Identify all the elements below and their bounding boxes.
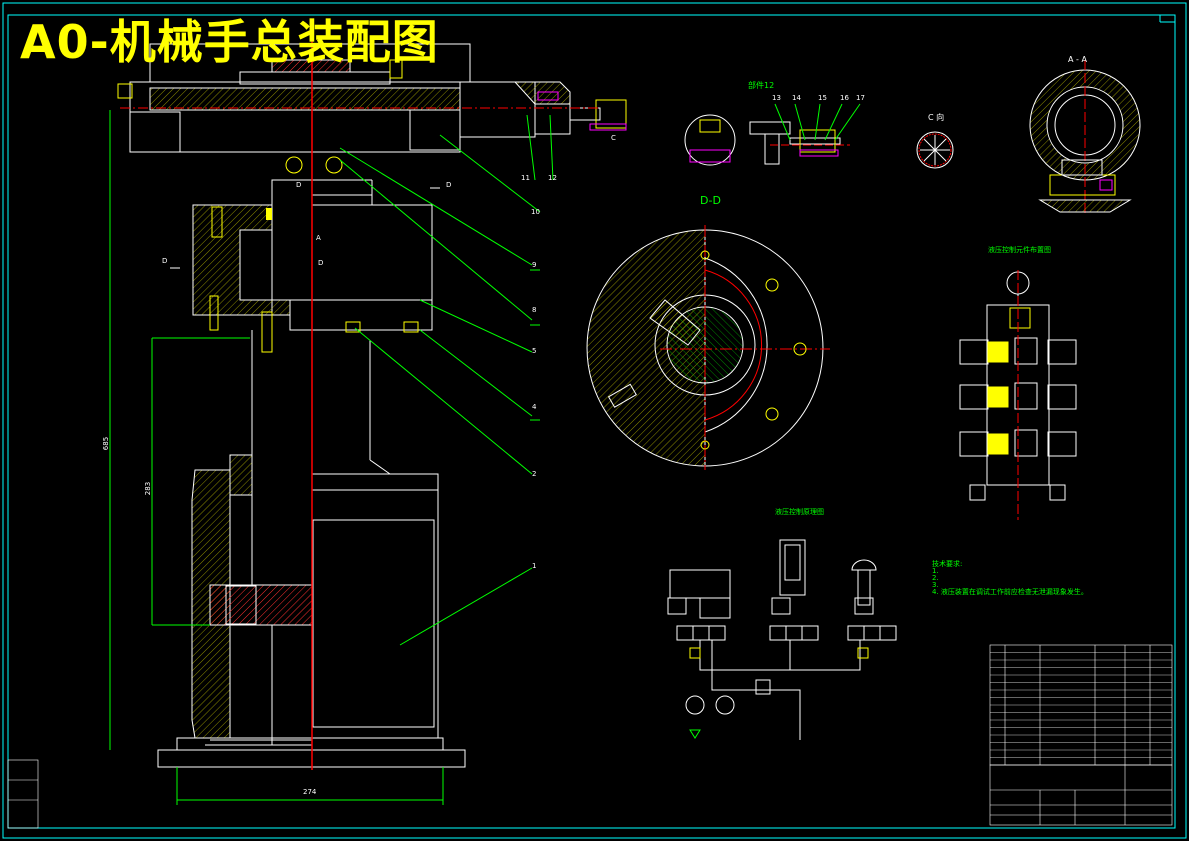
note-item: 2. [932, 574, 939, 582]
note-item: 1. [932, 567, 939, 575]
view-a-a [1029, 60, 1141, 215]
notes-heading: 技术要求: [932, 560, 963, 568]
balloon-8: 8 [532, 306, 537, 314]
part12-label: 部件12 [748, 81, 775, 90]
balloon-4: 4 [532, 403, 537, 411]
parts-list-rows [990, 652, 1172, 758]
section-mark-c: C [611, 134, 616, 142]
hydraulic-layout [959, 270, 1077, 520]
balloon-9: 9 [532, 261, 537, 269]
section-dd-label: D-D [700, 194, 721, 207]
view-c [916, 131, 954, 169]
section-d-d [586, 225, 830, 470]
page-title: A0-机械手总装配图 [20, 15, 439, 69]
hydraulic-schematic-label: 液压控制原理图 [775, 508, 824, 516]
section-mark-d: D [446, 181, 452, 189]
balloon-12: 12 [548, 174, 557, 182]
balloon-17: 17 [856, 94, 865, 102]
section-mark-d: D [162, 257, 168, 265]
main-assembly-view [109, 40, 627, 805]
hydraulic-schematic [667, 539, 897, 740]
balloon-15: 15 [818, 94, 827, 102]
balloon-1: 1 [532, 562, 537, 570]
hydraulic-layout-label: 液压控制元件布置图 [988, 246, 1051, 254]
balloon-13: 13 [772, 94, 781, 102]
section-mark-a: A [316, 234, 321, 242]
revision-box [7, 759, 39, 829]
balloon-11: 11 [521, 174, 530, 182]
note-item: 4. 液压装置在调试工作前应检查无泄漏现象发生。 [932, 588, 1088, 596]
note-item: 3. [932, 581, 939, 589]
balloon-2: 2 [532, 470, 537, 478]
dimension-height-inner: 283 [144, 481, 153, 496]
section-mark-d: D [318, 259, 324, 267]
view-aa-label: A - A [1068, 55, 1087, 64]
balloon-5: 5 [532, 347, 537, 355]
dimension-width-base: 274 [303, 788, 317, 796]
balloon-10: 10 [531, 208, 540, 216]
dimension-height-total: 685 [102, 436, 111, 451]
technical-notes: 技术要求: 1. 2. 3. 4. 液压装置在调试工作前应检查无泄漏现象发生。 [932, 561, 1088, 596]
title-block [989, 764, 1173, 826]
part12-detail [684, 103, 861, 166]
view-c-label: C 向 [928, 113, 945, 122]
balloon-16: 16 [840, 94, 849, 102]
balloon-14: 14 [792, 94, 801, 102]
section-mark-d: D [296, 181, 302, 189]
